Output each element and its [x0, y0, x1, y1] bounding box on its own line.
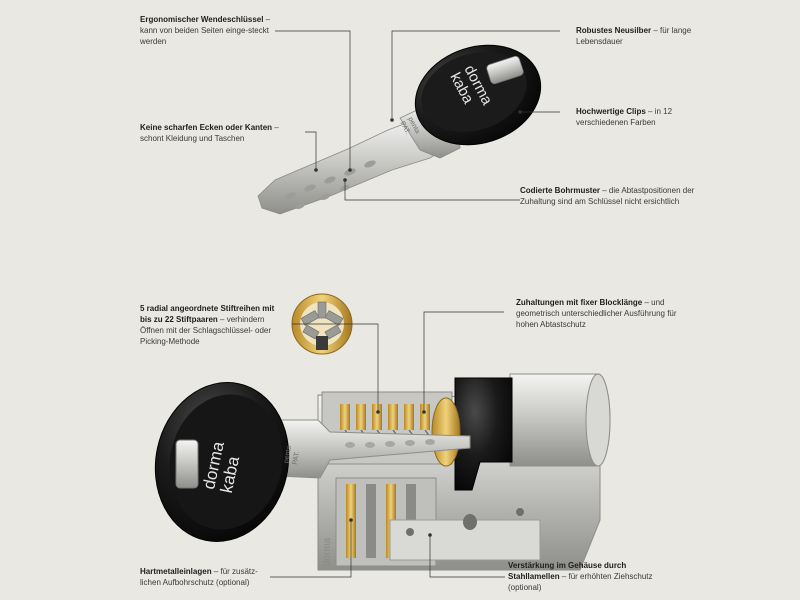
leader-wendeschluessel	[275, 30, 351, 170]
callout-title: Robustes Neusilber	[576, 26, 652, 35]
callout-text: – für zusätz-lichen Aufbohrschutz (optio…	[140, 567, 258, 587]
callout-title: Verstärkung im Gehäuse durch Stahllamell…	[508, 561, 627, 581]
callout-text: – für lange Lebensdauer	[576, 26, 692, 46]
lock-cylinder	[257, 373, 611, 571]
callout-wendeschluessel: Ergonomischer Wendeschlüssel – kann von …	[140, 14, 280, 47]
callout-stiftreihen: 5 radial angeordnete Stiftreihen mit bis…	[140, 303, 286, 347]
pin-stack	[340, 404, 430, 430]
callout-title: Ergonomischer Wendeschlüssel	[140, 15, 264, 24]
callout-ecken: Keine scharfen Ecken oder Kanten – schon…	[140, 122, 280, 144]
leader-lines	[270, 30, 560, 578]
callout-title: Hartmetalleinlagen	[140, 567, 212, 576]
leader-ecken	[305, 131, 317, 170]
callout-bohrmuster: Codierte Bohrmuster – die Abtastposition…	[520, 185, 695, 207]
key-stamp-2: PAT.	[292, 451, 301, 466]
leader-dots	[314, 110, 522, 537]
callout-text: – in 12 verschiedenen Farben	[576, 107, 673, 127]
leader-zuhaltungen	[423, 311, 504, 412]
callout-text: – kann von beiden Seiten einge-steckt we…	[140, 15, 271, 46]
callout-text: – und geometrisch unterschiedlicher Ausf…	[516, 298, 677, 329]
callout-title: Zuhaltungen mit fixer Blocklänge	[516, 298, 643, 307]
callout-title: 5 radial angeordnete Stiftreihen mit bis…	[140, 304, 275, 324]
cylinder-cam	[454, 377, 513, 491]
cylinder-key-head-tab	[175, 439, 199, 489]
leader-verstaerkung	[429, 535, 505, 578]
leader-hartmetall	[270, 520, 352, 578]
callout-clips: Hochwertige Clips – in 12 verschiedenen …	[576, 106, 706, 128]
key-head-tab	[486, 55, 524, 85]
callout-text: – die Abtastpositionen der Zuhaltung sin…	[520, 186, 695, 206]
callout-zuhaltungen: Zuhaltungen mit fixer Blocklänge – und g…	[516, 297, 696, 330]
housing-brand: dorma	[322, 537, 333, 566]
key-stamp-1: penta	[283, 445, 293, 464]
callout-title: Hochwertige Clips	[576, 107, 646, 116]
leader-neusilber	[391, 30, 560, 120]
callout-title: Codierte Bohrmuster	[520, 186, 601, 195]
callout-verstaerkung: Verstärkung im Gehäuse durch Stahllamell…	[508, 560, 678, 593]
callout-hartmetall: Hartmetalleinlagen – für zusätz-lichen A…	[140, 566, 270, 588]
cylinder-right-plug	[509, 373, 599, 467]
leader-bohrmuster	[344, 180, 520, 201]
callout-text: – verhindern Öffnen mit der Schlagschlüs…	[140, 315, 272, 346]
cylinder-key-stamp: penta PAT.	[283, 445, 301, 466]
brass-wheel	[431, 397, 461, 467]
callout-neusilber: Robustes Neusilber – für lange Lebensdau…	[576, 25, 716, 47]
callout-text: – für erhöhten Ziehschutz (optional)	[508, 572, 653, 592]
callout-title: Keine scharfen Ecken oder Kanten	[140, 123, 273, 132]
top-key	[257, 44, 542, 215]
cylinder-key-blade	[257, 419, 471, 479]
cylinder-key-head	[154, 382, 290, 542]
leader-stiftreihen	[292, 323, 379, 412]
callout-text: – schont Kleidung und Taschen	[140, 123, 279, 143]
housing-brand-text: dorma	[322, 537, 333, 566]
